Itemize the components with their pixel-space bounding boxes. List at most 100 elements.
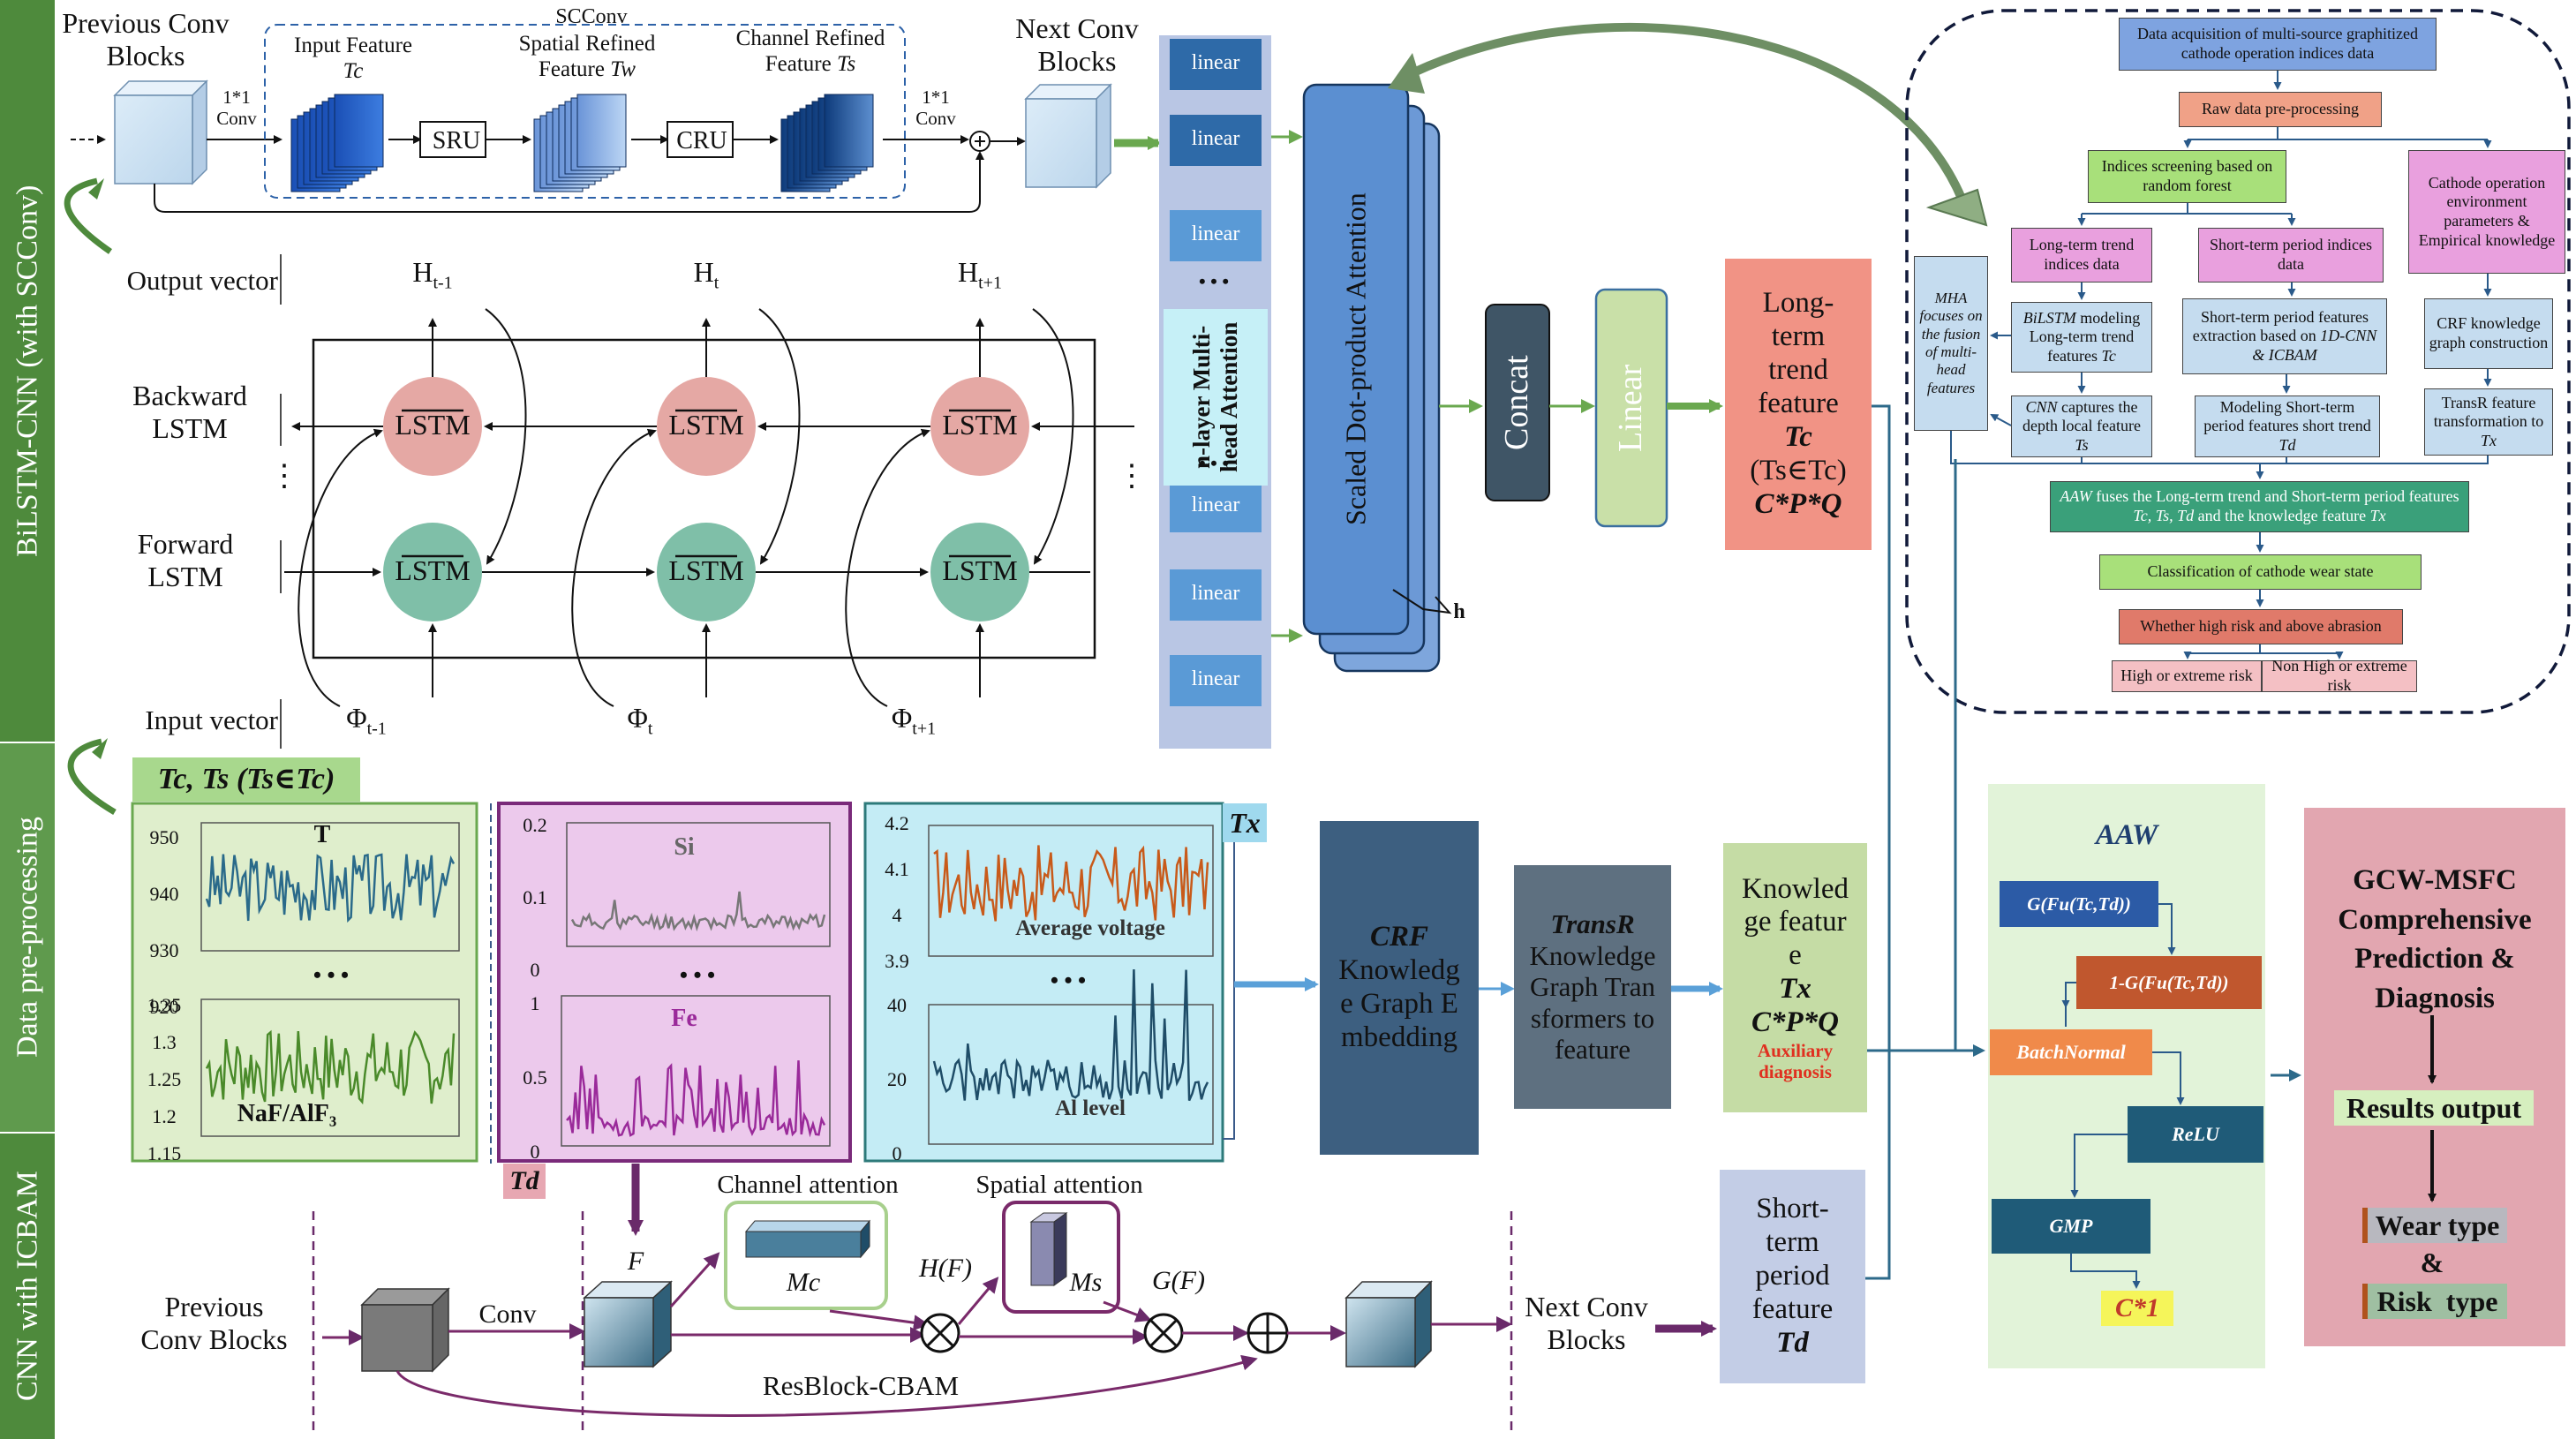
backward-lstm-cell — [930, 377, 1029, 476]
plot-panel-cyan — [863, 802, 1224, 1163]
forward-lstm-cell-label: LSTM — [942, 554, 1018, 586]
risk-type-label: Risk type — [2376, 1285, 2498, 1317]
fc-high-risk-check: Whether high risk and above abrasion — [2119, 609, 2403, 644]
side-bar-preproc — [0, 743, 55, 1132]
plot-tick: 1.15 — [147, 1142, 182, 1164]
linear-box-label: linear — [1191, 582, 1240, 605]
plot-tick: 0 — [530, 1141, 540, 1163]
backward-lstm-cell — [383, 377, 482, 476]
spatial-refined-label: Spatial Refined Feature Tw — [518, 32, 656, 81]
forward-lstm-cell-label: LSTM — [668, 554, 744, 586]
plot-tick: 1.3 — [152, 1031, 177, 1053]
plot-tick: 0.5 — [523, 1066, 547, 1089]
plot-dots-pink: • • • — [679, 962, 716, 988]
plot-tick: 4.2 — [885, 812, 909, 834]
plot-title: Average voltage — [1015, 916, 1165, 940]
sdpa-h-label: h — [1453, 600, 1465, 623]
plot-tick: 1 — [530, 992, 540, 1014]
linear-boxes — [1170, 39, 1262, 706]
feedback-arrow-top — [64, 177, 112, 254]
wear-type-box — [2366, 1208, 2507, 1243]
forward-lstm-label: Forward LSTM — [137, 528, 234, 592]
sru-label: SRU — [432, 127, 481, 154]
plot-line — [570, 891, 826, 932]
mc-label: Mc — [786, 1268, 821, 1297]
mha-dots-top: • • • — [1198, 270, 1230, 292]
mha-dots-bottom: • • • — [1198, 452, 1230, 474]
feature-cube-f — [583, 1280, 673, 1368]
previous-conv-cube — [113, 79, 208, 185]
phi-label: Φt+1 — [891, 702, 937, 739]
fc-raw-preprocessing: Raw data pre-processing — [2179, 92, 2382, 127]
linear-final-label: Linear — [1612, 364, 1650, 452]
output-cube — [1344, 1280, 1433, 1368]
plot-frame — [928, 825, 1214, 957]
fc-data-acquisition: Data acquisition of multi-source graphit… — [2119, 18, 2437, 71]
forward-lstm-cell — [657, 523, 756, 622]
transr-box — [1514, 865, 1671, 1109]
input-feature-stack — [290, 94, 384, 192]
conv-1x1-label-a: 1*1 Conv — [216, 87, 257, 130]
knowledge-feature-box — [1723, 843, 1867, 1112]
fc-cathode-env: Cathode operation environment parameters… — [2408, 150, 2565, 274]
plot-tick: 1.35 — [147, 994, 182, 1016]
aaw-title: AAW — [2095, 819, 2158, 851]
side-bar-cnn — [0, 1134, 55, 1439]
plot-frame — [928, 1004, 1214, 1145]
aaw-relu-label: ReLU — [2172, 1123, 2219, 1146]
linear-box-label: linear — [1191, 127, 1240, 150]
risk-type-box — [2366, 1284, 2507, 1319]
linear-box — [1170, 210, 1262, 261]
aaw-gmp-box — [1992, 1199, 2150, 1254]
aaw-one-minus-g-box — [2076, 956, 2262, 1009]
crf-text: CRF Knowledge Graph Embedding — [1338, 921, 1460, 1053]
cbam-next-label: Next Conv Blocks — [1525, 1291, 1648, 1355]
forward-lstm-cell-label: LSTM — [395, 554, 471, 586]
forward-lstm-cell — [383, 523, 482, 622]
bilstm-frame — [312, 338, 1096, 659]
plot-tick: 0.2 — [523, 814, 547, 836]
linear-box — [1170, 39, 1262, 90]
lstm-grid — [284, 308, 1134, 707]
backward-lstm-cell-label: LSTM — [395, 409, 471, 441]
transr-text: TransR Knowledge Graph Transformers to f… — [1529, 908, 1656, 1066]
aaw-batchnorm-label: BatchNormal — [2016, 1041, 2126, 1064]
gf-label: G(F) — [1152, 1266, 1205, 1295]
ms-label: Ms — [1069, 1268, 1103, 1297]
result-title: GCW-MSFC Comprehensive Prediction & Diag… — [2338, 864, 2532, 1014]
td-badge: Td — [503, 1164, 546, 1199]
timeseries-plots — [200, 822, 1214, 1147]
linear-box — [1170, 481, 1262, 532]
aaw-batchnorm-box — [1990, 1029, 2152, 1075]
sdpa-block — [1302, 83, 1410, 636]
phi-label: Φt — [627, 702, 653, 739]
cru-label: CRU — [676, 127, 727, 154]
cru-box — [667, 121, 734, 158]
next-conv-cube — [1024, 83, 1112, 189]
conv-1x1-label-b: 1*1 Conv — [915, 87, 956, 130]
side-label-cnn: CNN with ICBAM — [11, 1171, 44, 1402]
plot-frame — [566, 822, 831, 947]
linear-box — [1170, 655, 1262, 706]
backward-lstm-cell — [657, 377, 756, 476]
cbam-previous-label: Previous Conv Blocks — [140, 1291, 288, 1355]
fc-high-extreme: High or extreme risk — [2112, 660, 2262, 692]
fc-long-term-indices: Long-term trend indices data — [2011, 228, 2152, 283]
results-output-label: Results output — [2346, 1091, 2522, 1124]
linear-box — [1170, 115, 1262, 166]
plot-title: Si — [674, 833, 695, 861]
plot-tick: 1.25 — [147, 1068, 182, 1090]
plot-tick: 40 — [887, 994, 907, 1016]
input-feature-label: Input Feature Tc — [294, 34, 412, 83]
plot-tick: 930 — [149, 939, 179, 961]
fc-transr-transformation: TransR feature transformation to Tx — [2424, 388, 2553, 456]
plot-tick: 0 — [530, 959, 540, 981]
plot-tick: 0.1 — [523, 886, 547, 908]
long-term-feature-box — [1725, 259, 1872, 550]
side-label-preproc: Data pre-processing — [11, 817, 44, 1059]
conv-cube-gray — [360, 1287, 450, 1373]
channel-attention-label: Channel attention — [717, 1171, 899, 1199]
fc-bilstm-modeling: BiLSTM modeling Long-term trend features… — [2011, 302, 2152, 373]
next-conv-blocks-label: Next Conv Blocks — [1015, 12, 1139, 77]
